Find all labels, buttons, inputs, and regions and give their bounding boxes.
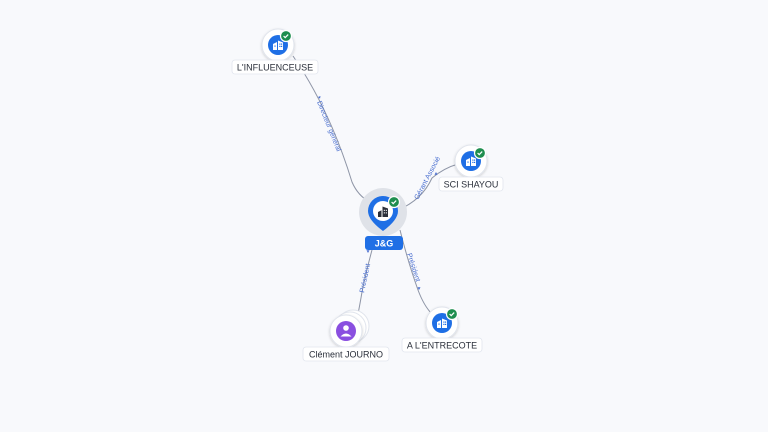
building-icon (378, 206, 388, 217)
edge-label-journo: Président (359, 263, 372, 293)
center-label-bg (365, 236, 403, 250)
arrow-influenceuse (318, 96, 321, 99)
node-sci-shayou[interactable]: SCI SHAYOU (438, 144, 504, 192)
arrow-entrecote (417, 287, 421, 290)
center-label: J&G (375, 239, 394, 249)
check-mark (477, 151, 483, 156)
arrow-journo (366, 250, 370, 253)
edge-label-entrecote: Président (405, 252, 421, 282)
edge-label-sci-shayou: Gérant Associé (414, 156, 443, 201)
node-label-bg (438, 176, 504, 192)
arrow-sci-shayou (434, 172, 438, 175)
person-icon (340, 325, 352, 337)
node-label: Clément JOURNO (309, 350, 383, 360)
person-icon-bg (336, 321, 356, 341)
node-label-bg (401, 337, 483, 353)
node-label-bg (231, 59, 319, 75)
check-mark (391, 200, 397, 205)
node-label: L'INFLUENCEUSE (237, 63, 313, 73)
node-label: SCI SHAYOU (444, 180, 499, 190)
node-influenceuse[interactable]: L'INFLUENCEUSE (231, 28, 319, 75)
node-journo[interactable]: Clément JOURNO (302, 309, 390, 362)
node-label: A L'ENTRECOTE (407, 341, 477, 351)
check-mark (283, 34, 289, 39)
edge-label-sci-shayou-text: Gérant Associé (414, 156, 443, 201)
edge-journo[interactable] (357, 249, 373, 315)
edge-entrecote[interactable] (399, 229, 433, 315)
edges (292, 55, 459, 315)
edge-label-influenceuse: Directeur général (315, 100, 342, 153)
node-label-bg (302, 346, 390, 362)
node-entrecote[interactable]: A L'ENTRECOTE (401, 306, 483, 353)
edge-sci-shayou[interactable] (397, 163, 459, 211)
node-center-jg[interactable]: J&G (359, 188, 407, 250)
edge-influenceuse[interactable] (292, 55, 371, 203)
check-mark (449, 312, 455, 317)
